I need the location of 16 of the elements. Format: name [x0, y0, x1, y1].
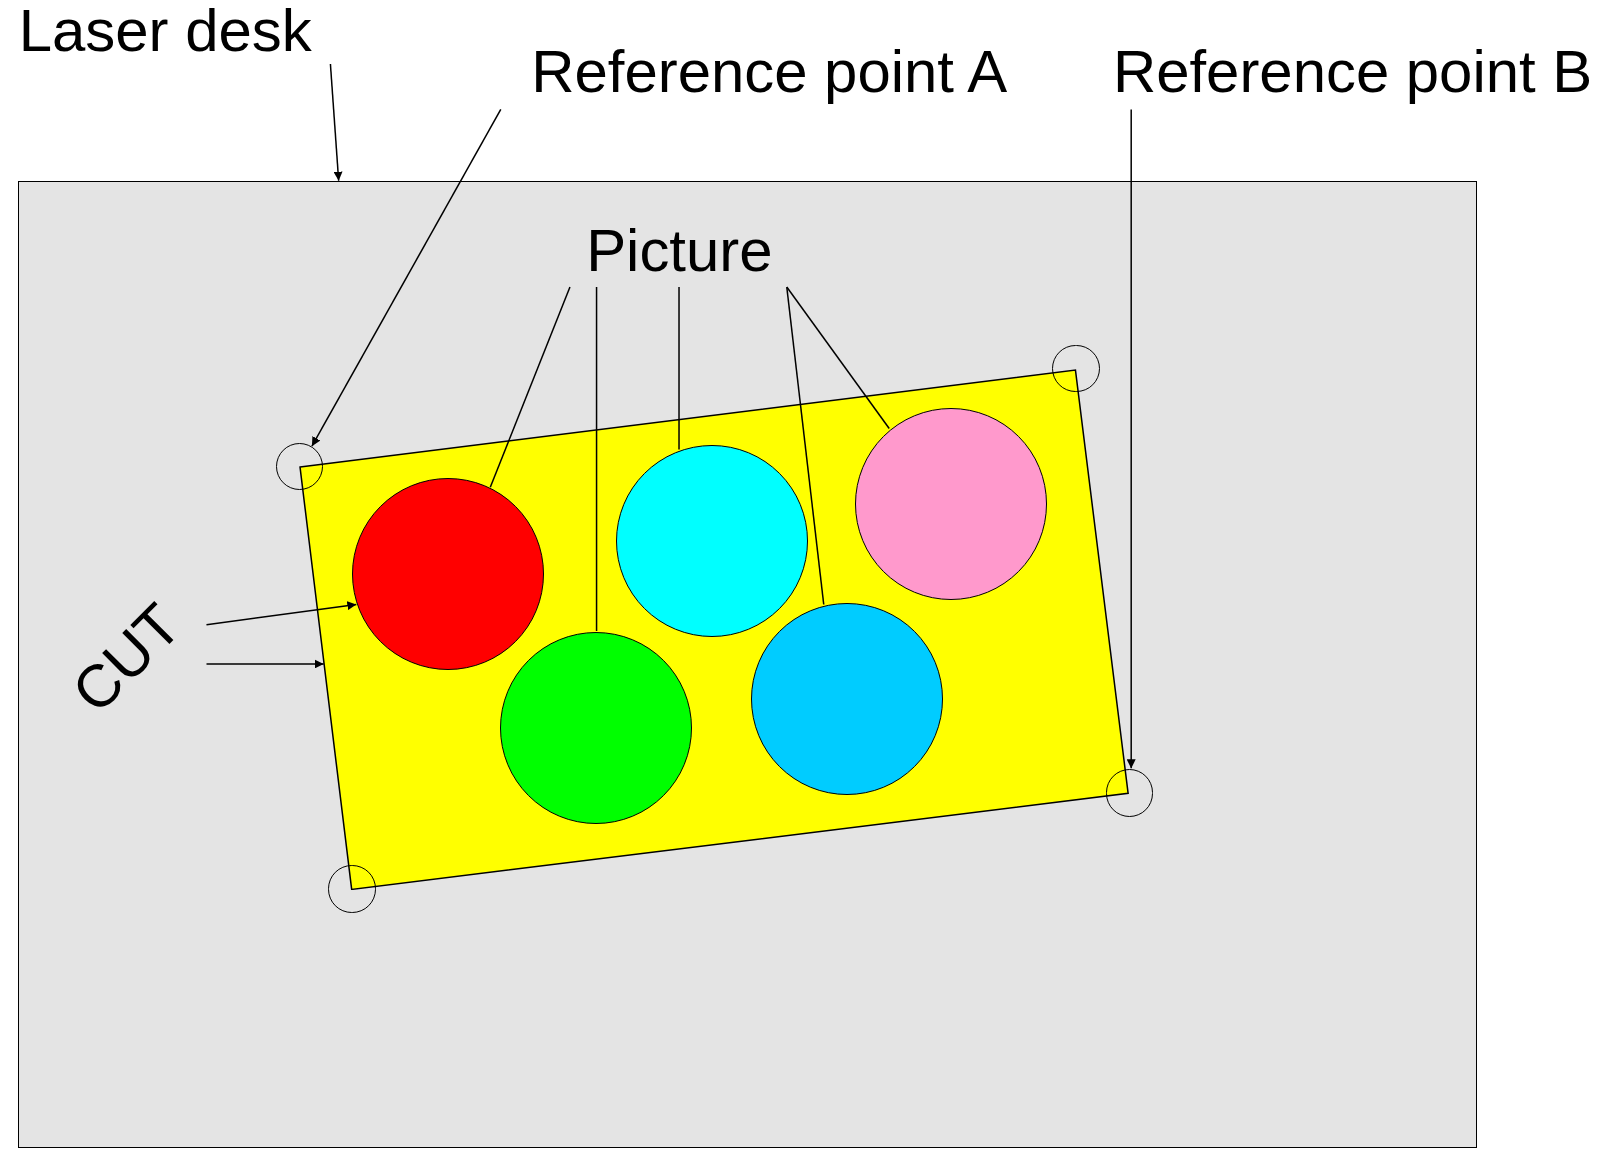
arrow — [311, 108, 502, 447]
material-sheet — [299, 368, 1130, 890]
arrow — [1126, 108, 1136, 770]
leader-line — [786, 286, 890, 430]
leader-line — [489, 286, 571, 489]
laser-desk-area — [17, 180, 1477, 1149]
arrow — [205, 659, 325, 669]
picture-label: Picture — [570, 219, 788, 289]
leader-line — [595, 286, 598, 632]
reference-point-label: Reference point A — [500, 41, 1038, 110]
leader-line — [786, 286, 825, 606]
laser-desk-label: Laser desk — [0, 0, 331, 64]
arrow — [329, 63, 343, 182]
arrow — [205, 601, 358, 626]
leader-line — [678, 286, 680, 451]
reference-point-label: Reference point B — [1086, 41, 1619, 110]
